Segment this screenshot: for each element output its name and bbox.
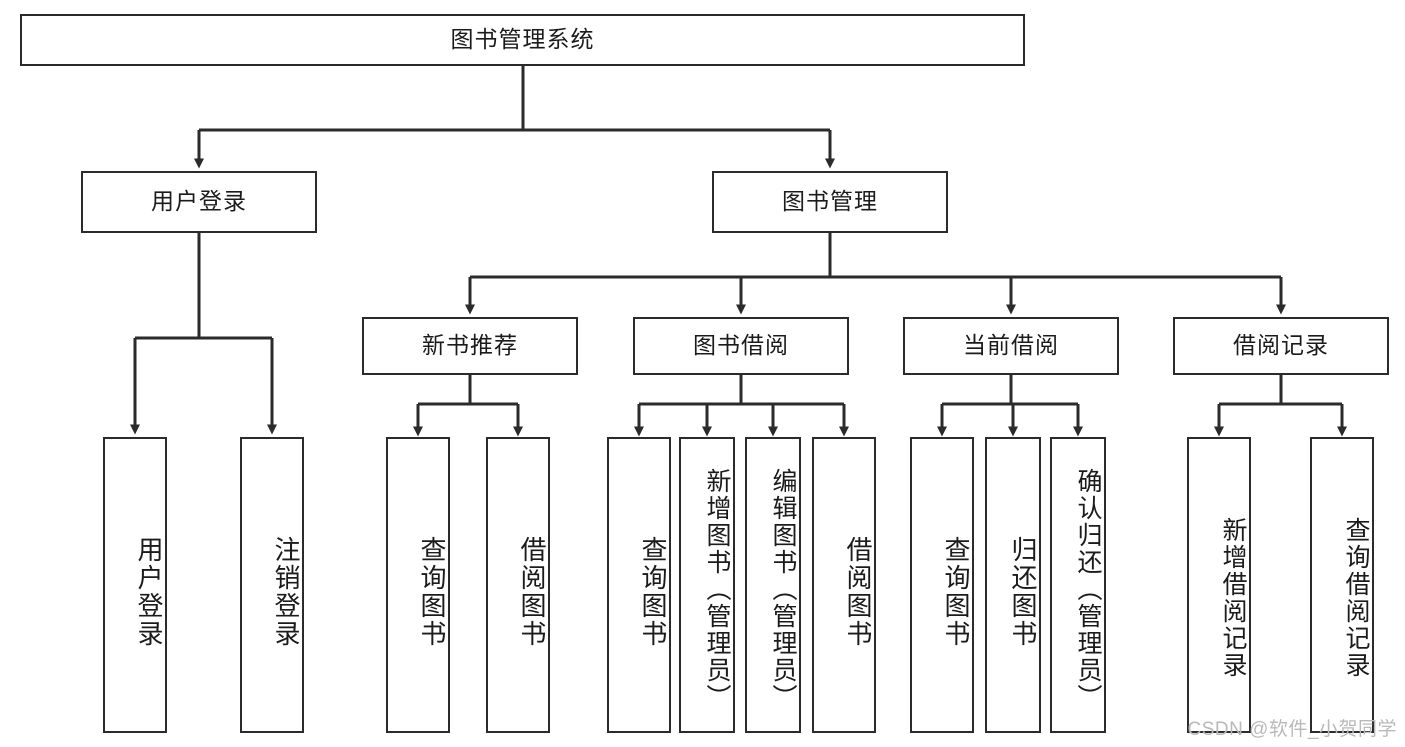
leaf-return-book-label: 归还图书 xyxy=(1008,536,1038,648)
node-borrow-record-label: 借阅记录 xyxy=(1233,332,1329,359)
leaf-borrow-book[interactable]: 借阅图书 xyxy=(812,437,876,733)
leaf-return-book[interactable]: 归还图书 xyxy=(985,437,1041,733)
leaf-logout[interactable]: 注销登录 xyxy=(240,437,304,733)
node-new-book-recommend-label: 新书推荐 xyxy=(422,332,518,359)
leaf-logout-label: 注销登录 xyxy=(271,536,301,648)
leaf-query-book-current-label: 查询图书 xyxy=(941,536,971,648)
leaf-borrow-book-label: 借阅图书 xyxy=(843,536,873,648)
leaf-edit-book-admin-label: 编辑图书（管理员） xyxy=(769,467,797,711)
leaf-user-login[interactable]: 用户登录 xyxy=(103,437,167,733)
leaf-borrow-book-newbook-label: 借阅图书 xyxy=(517,536,547,648)
leaf-query-book-newbook-label: 查询图书 xyxy=(417,536,447,648)
node-book-borrow[interactable]: 图书借阅 xyxy=(633,317,849,375)
node-borrow-record[interactable]: 借阅记录 xyxy=(1173,317,1389,375)
node-root-label: 图书管理系统 xyxy=(450,26,595,53)
leaf-query-book-borrow-label: 查询图书 xyxy=(638,536,668,648)
node-user-login[interactable]: 用户登录 xyxy=(81,171,317,233)
node-book-management[interactable]: 图书管理 xyxy=(712,171,948,233)
leaf-confirm-return-admin-label: 确认归还（管理员） xyxy=(1074,467,1102,711)
leaf-edit-book-admin[interactable]: 编辑图书（管理员） xyxy=(745,437,801,733)
leaf-confirm-return-admin[interactable]: 确认归还（管理员） xyxy=(1050,437,1106,733)
node-book-management-label: 图书管理 xyxy=(782,188,878,215)
leaf-add-book-admin[interactable]: 新增图书（管理员） xyxy=(679,437,735,733)
node-user-login-label: 用户登录 xyxy=(151,188,247,215)
node-new-book-recommend[interactable]: 新书推荐 xyxy=(362,317,578,375)
leaf-add-book-admin-label: 新增图书（管理员） xyxy=(703,467,731,711)
node-current-borrow-label: 当前借阅 xyxy=(963,332,1059,359)
node-current-borrow[interactable]: 当前借阅 xyxy=(903,317,1119,375)
leaf-query-book-current[interactable]: 查询图书 xyxy=(910,437,974,733)
leaf-add-borrow-record[interactable]: 新增借阅记录 xyxy=(1187,437,1251,733)
node-book-borrow-label: 图书借阅 xyxy=(693,332,789,359)
leaf-add-borrow-record-label: 新增借阅记录 xyxy=(1219,517,1247,679)
leaf-borrow-book-newbook[interactable]: 借阅图书 xyxy=(486,437,550,733)
leaf-query-borrow-record-label: 查询借阅记录 xyxy=(1342,517,1370,679)
leaf-query-book-borrow[interactable]: 查询图书 xyxy=(607,437,671,733)
leaf-user-login-label: 用户登录 xyxy=(134,536,164,648)
csdn-watermark: CSDN @软件_小贺同学 xyxy=(1187,719,1397,740)
leaf-query-borrow-record[interactable]: 查询借阅记录 xyxy=(1310,437,1374,733)
leaf-query-book-newbook[interactable]: 查询图书 xyxy=(386,437,450,733)
node-root[interactable]: 图书管理系统 xyxy=(20,14,1025,66)
